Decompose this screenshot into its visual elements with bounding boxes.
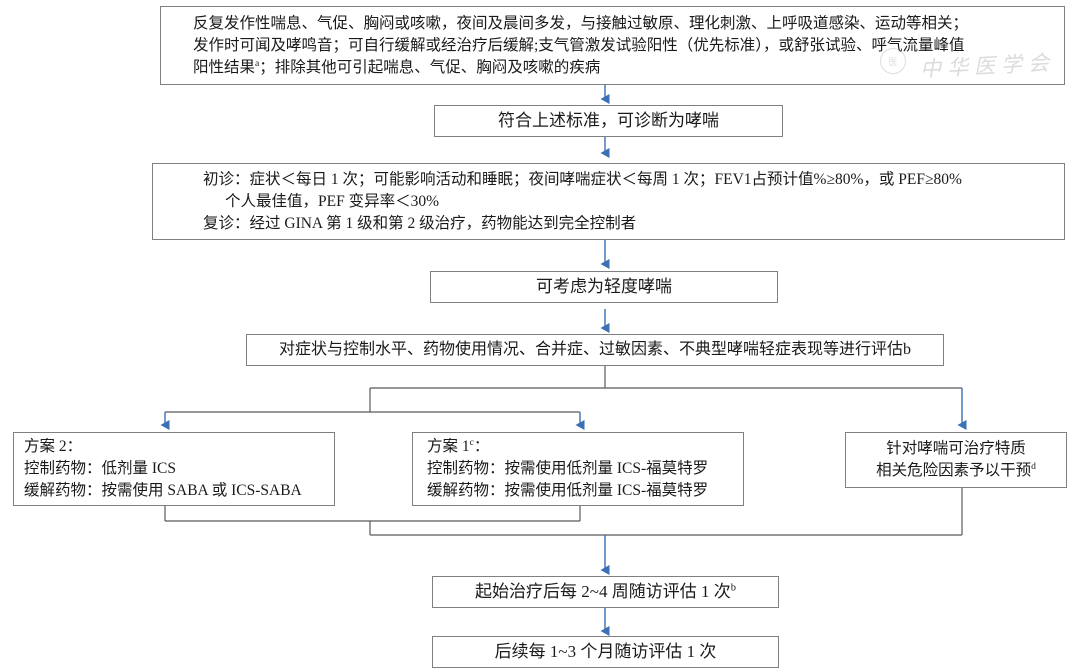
plan-1-line-1-rest: ：	[473, 438, 490, 455]
criteria-line-3-rest: ；排除其他可引起喘息、气促、胸闷及咳嗽的疾病	[259, 58, 601, 76]
evaluate-box: 对症状与控制水平、药物使用情况、合并症、过敏因素、不典型哮喘轻症表现等进行评估b	[246, 334, 944, 366]
assessment-criteria-box: 初诊：症状＜每日 1 次；可能影响活动和睡眠；夜间哮喘症状＜每周 1 次；FEV…	[152, 163, 1065, 240]
plan-1-line-2: 控制药物：按需使用低剂量 ICS-福莫特罗	[427, 460, 709, 477]
plan-2-box: 方案 2： 控制药物：低剂量 ICS 缓解药物：按需使用 SABA 或 ICS-…	[13, 432, 335, 506]
mild-asthma-text: 可考虑为轻度哮喘	[536, 276, 672, 296]
treatable-traits-box: 针对哮喘可治疗特质 相关危险因素予以干预d	[845, 432, 1067, 488]
diagnosis-box: 符合上述标准，可诊断为哮喘	[434, 105, 783, 137]
plan-2-line-1: 方案 2：	[24, 438, 83, 455]
plan-1-line-3: 缓解药物：按需使用低剂量 ICS-福莫特罗	[427, 482, 709, 499]
treatable-traits-line-2-main: 相关危险因素予以干预	[876, 462, 1032, 479]
followup-initial-text-main: 起始治疗后每 2~4 周随访评估 1 次	[475, 581, 731, 601]
followup-initial-box: 起始治疗后每 2~4 周随访评估 1 次b	[432, 576, 779, 608]
criteria-footnote-a: a	[255, 57, 260, 69]
followup-initial-footnote-b: b	[730, 582, 736, 594]
treatable-traits-line-2: 相关危险因素予以干预d	[856, 460, 1056, 482]
plan-1-box: 方案 1c： 控制药物：按需使用低剂量 ICS-福莫特罗 缓解药物：按需使用低剂…	[412, 432, 744, 506]
treatable-traits-footnote-d: d	[1031, 460, 1036, 472]
mild-asthma-box: 可考虑为轻度哮喘	[430, 271, 778, 303]
assessment-line-2: 个人最佳值，PEF 变异率＜30%	[225, 192, 439, 210]
criteria-line-3-main: 阳性结果	[193, 58, 256, 76]
criteria-line-2: 发作时可闻及哮鸣音；可自行缓解或经治疗后缓解;支气管激发试验阳性（优先标准），或…	[193, 36, 965, 54]
followup-ongoing-box: 后续每 1~3 个月随访评估 1 次	[432, 636, 779, 668]
criteria-line-3: 阳性结果a；排除其他可引起喘息、气促、胸闷及咳嗽的疾病	[171, 57, 1054, 79]
diagnosis-text: 符合上述标准，可诊断为哮喘	[498, 110, 719, 130]
assessment-line-1: 初诊：症状＜每日 1 次；可能影响活动和睡眠；夜间哮喘症状＜每周 1 次；FEV…	[203, 170, 962, 188]
plan-1-line-1: 方案 1c：	[427, 436, 733, 458]
plan-2-line-2: 控制药物：低剂量 ICS	[24, 460, 176, 477]
plan-2-line-3: 缓解药物：按需使用 SABA 或 ICS-SABA	[24, 482, 302, 499]
criteria-line-1: 反复发作性喘息、气促、胸闷或咳嗽，夜间及晨间多发，与接触过敏原、理化刺激、上呼吸…	[193, 14, 969, 32]
treatable-traits-line-1: 针对哮喘可治疗特质	[886, 440, 1026, 457]
followup-initial-text: 起始治疗后每 2~4 周随访评估 1 次b	[433, 580, 778, 604]
criteria-box: 反复发作性喘息、气促、胸闷或咳嗽，夜间及晨间多发，与接触过敏原、理化刺激、上呼吸…	[160, 6, 1065, 85]
plan-1-footnote-c: c	[469, 436, 474, 448]
plan-1-line-1-main: 方案 1	[427, 438, 470, 455]
assessment-line-3: 复诊：经过 GINA 第 1 级和第 2 级治疗，药物能达到完全控制者	[203, 214, 637, 232]
followup-ongoing-text: 后续每 1~3 个月随访评估 1 次	[494, 641, 717, 661]
evaluate-text: 对症状与控制水平、药物使用情况、合并症、过敏因素、不典型哮喘轻症表现等进行评估b	[278, 340, 911, 358]
